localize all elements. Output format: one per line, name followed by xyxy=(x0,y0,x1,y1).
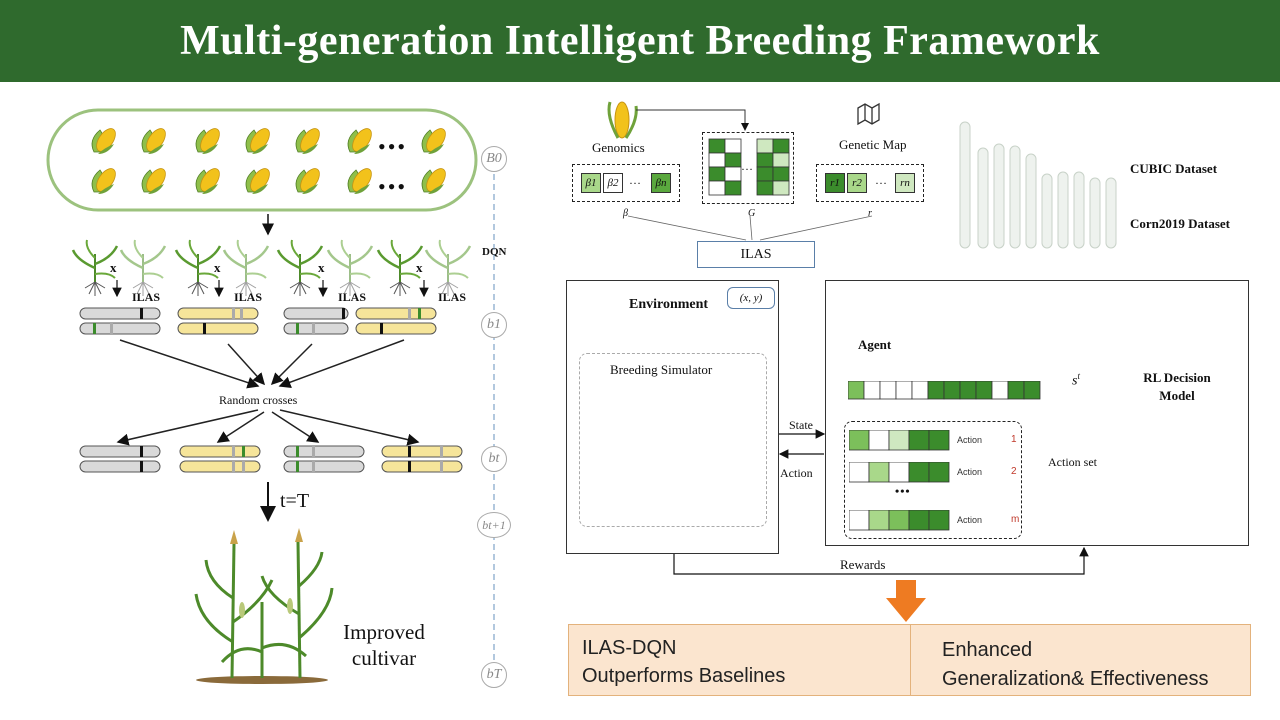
beta-cell-2: β2 xyxy=(603,173,623,193)
improved-cultivar-plants xyxy=(194,528,334,684)
genetic-map-icon xyxy=(857,102,880,126)
beta-cell-n: βn xyxy=(651,173,671,193)
action-row-2: Action 2 xyxy=(849,462,1019,484)
rl-model-label-2: Model xyxy=(1159,388,1195,403)
environment-box: Environment (x, y) Breeding Simulator xyxy=(566,280,779,554)
action-row-m: Action m xyxy=(849,510,1019,532)
population-ellipse xyxy=(46,108,478,212)
state-vector xyxy=(848,381,1041,400)
action-label: Action xyxy=(780,466,813,480)
action-rows-dots: ••• xyxy=(895,484,911,498)
rl-model-label-1: RL Decision xyxy=(1143,370,1211,385)
breeding-simulator-box: Breeding Simulator xyxy=(579,353,767,527)
beta-cell-1: β1 xyxy=(581,173,601,193)
conclusion-divider xyxy=(910,625,911,695)
ilas-label-3: ILAS xyxy=(338,290,367,304)
conclusion-left-line2: Outperforms Baselines xyxy=(582,665,786,687)
action-row-2-index: 2 xyxy=(1011,466,1017,477)
generation-bt: bt xyxy=(481,446,507,472)
beta-dots: … xyxy=(629,173,641,187)
xy-badge: (x, y) xyxy=(727,287,775,309)
left-panel-graphics xyxy=(46,108,495,684)
result-arrow xyxy=(886,580,926,622)
chromosome-ideogram xyxy=(959,121,1117,249)
genotype-matrix-grid xyxy=(708,138,790,196)
generation-bT: bT xyxy=(481,662,507,688)
ilas-label-1: ILAS xyxy=(132,290,161,304)
cross-symbol-3: x xyxy=(318,260,325,275)
matrix-dots: … xyxy=(741,159,753,173)
r-cell-1: r1 xyxy=(825,173,845,193)
ilas-label-4: ILAS xyxy=(438,290,467,304)
r-cell-n: rn xyxy=(895,173,915,193)
conclusion-right-line2: Generalization& Effectiveness xyxy=(942,668,1209,690)
genotype-matrix-box: … xyxy=(702,132,794,204)
conclusion-left-line1: ILAS-DQN xyxy=(582,637,677,659)
r-dots: … xyxy=(875,173,887,187)
cubic-dataset-label: CUBIC Dataset xyxy=(1130,161,1218,176)
ilas-label-2: ILAS xyxy=(234,290,263,304)
improved-cultivar-line1: Improved xyxy=(343,620,425,644)
cross-symbol-2: x xyxy=(214,260,221,275)
xy-label: (x, y) xyxy=(739,292,763,304)
generation-B0: B0 xyxy=(481,146,507,172)
r-symbol: r xyxy=(868,208,872,219)
generation-b1: b1 xyxy=(481,312,507,338)
breeding-simulator-label: Breeding Simulator xyxy=(610,362,713,377)
ilas-box-label: ILAS xyxy=(740,246,772,262)
title-banner: Multi-generation Intelligent Breeding Fr… xyxy=(0,0,1280,82)
genomics-label: Genomics xyxy=(592,140,645,155)
random-crosses-label: Random crosses xyxy=(219,393,298,407)
agent-label: Agent xyxy=(858,337,892,352)
chromosome-pairs-bt xyxy=(79,445,463,473)
cross-symbol-4: x xyxy=(416,260,423,275)
page-title: Multi-generation Intelligent Breeding Fr… xyxy=(180,18,1100,64)
r-vector-box: r1 r2 … rn xyxy=(816,164,924,202)
ilas-box: ILAS xyxy=(697,241,815,268)
cob-ellipsis-1: ••• xyxy=(378,134,408,159)
generation-bt1: bt+1 xyxy=(477,512,511,538)
improved-cultivar-line2: cultivar xyxy=(351,646,417,670)
chromosome-pairs-b1 xyxy=(79,307,437,335)
agent-box: Agent st Action 1 Action xyxy=(825,280,1249,546)
dqn-label: DQN xyxy=(482,246,507,258)
cross-symbol-1: x xyxy=(110,260,117,275)
g-symbol: G xyxy=(748,208,756,219)
state-st-label: st xyxy=(1072,371,1080,389)
r-cell-2: r2 xyxy=(847,173,867,193)
action-set-box: Action 1 Action 2 ••• Action m xyxy=(844,421,1022,539)
action-set-label: Action set xyxy=(1048,455,1097,469)
cob-ellipsis-2: ••• xyxy=(378,174,408,199)
beta-vector-box: β1 β2 … βn xyxy=(572,164,680,202)
beta-symbol: β xyxy=(623,208,628,219)
state-label: State xyxy=(789,418,813,432)
action-row-m-index: m xyxy=(1011,514,1020,525)
environment-title: Environment xyxy=(629,297,709,312)
action-row-2-label: Action xyxy=(957,467,983,477)
action-row-m-label: Action xyxy=(957,515,983,525)
t-equals-T-label: t=T xyxy=(280,490,310,512)
corn2019-dataset-label: Corn2019 Dataset xyxy=(1130,216,1231,231)
action-row-1: Action 1 xyxy=(849,430,1019,452)
conclusion-right-line1: Enhanced xyxy=(942,639,1033,661)
conclusion-box: ILAS-DQN Outperforms Baselines Enhanced … xyxy=(568,624,1251,696)
action-row-1-label: Action xyxy=(957,435,983,445)
genomics-corn-icon xyxy=(607,101,638,139)
rewards-label: Rewards xyxy=(840,557,886,572)
action-row-1-index: 1 xyxy=(1011,434,1017,445)
genetic-map-label: Genetic Map xyxy=(839,137,907,152)
